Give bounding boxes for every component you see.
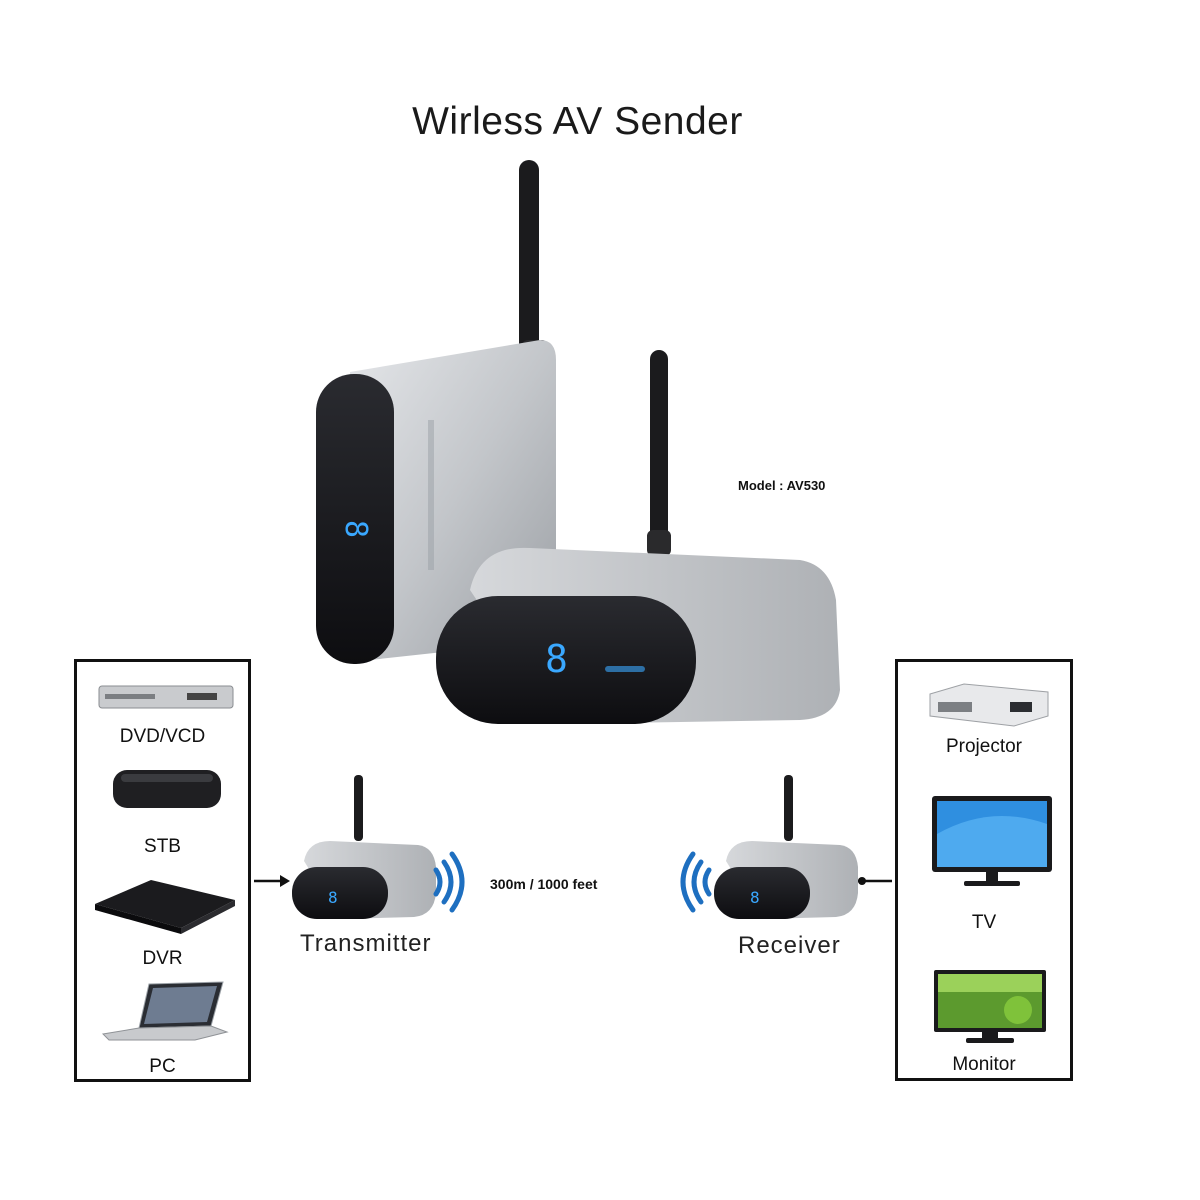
model-label: Model : AV530 — [738, 478, 826, 493]
monitor-icon — [934, 970, 1046, 1043]
stb-icon — [113, 770, 221, 808]
source-to-transmitter-arrow — [254, 875, 290, 887]
device-label-dvr: DVR — [142, 948, 183, 969]
transmitter-label: Transmitter — [300, 930, 432, 957]
dvd-player-icon — [98, 685, 234, 709]
laptop-icon — [101, 981, 229, 1041]
dvr-icon — [95, 880, 235, 934]
output-devices-box: Projector TV Monitor — [895, 659, 1073, 1081]
flat-unit-digit: 8 — [545, 637, 568, 681]
wifi-signal-icon-right — [680, 851, 712, 913]
distance-label: 300m / 1000 feet — [490, 876, 598, 892]
device-label-monitor: Monitor — [952, 1054, 1016, 1075]
receiver-to-output-arrow — [856, 877, 892, 885]
tall-unit-antenna — [519, 160, 548, 370]
device-label-projector: Projector — [945, 736, 1023, 757]
page-title: Wirless AV Sender — [412, 100, 743, 143]
device-label-pc: PC — [149, 1056, 176, 1077]
tv-icon — [932, 796, 1052, 886]
device-label-tv: TV — [971, 912, 997, 933]
receiver-label: Receiver — [738, 932, 841, 959]
flat-unit-antenna — [647, 350, 671, 556]
svg-text:8: 8 — [328, 888, 338, 907]
device-label-dvd: DVD/VCD — [119, 726, 206, 747]
svg-text:8: 8 — [750, 888, 760, 907]
projector-icon — [929, 683, 1049, 727]
device-label-stb: STB — [144, 836, 181, 857]
tall-unit-digit: 8 — [338, 520, 373, 538]
wifi-signal-icon-left — [433, 851, 465, 913]
source-devices-box: DVD/VCD STB DVR PC — [74, 659, 251, 1082]
receiver-unit: 8 — [714, 775, 858, 919]
hero-product-image: 8 8 — [316, 160, 840, 724]
transmitter-unit: 8 — [292, 775, 436, 919]
flat-unit: 8 — [436, 547, 840, 724]
